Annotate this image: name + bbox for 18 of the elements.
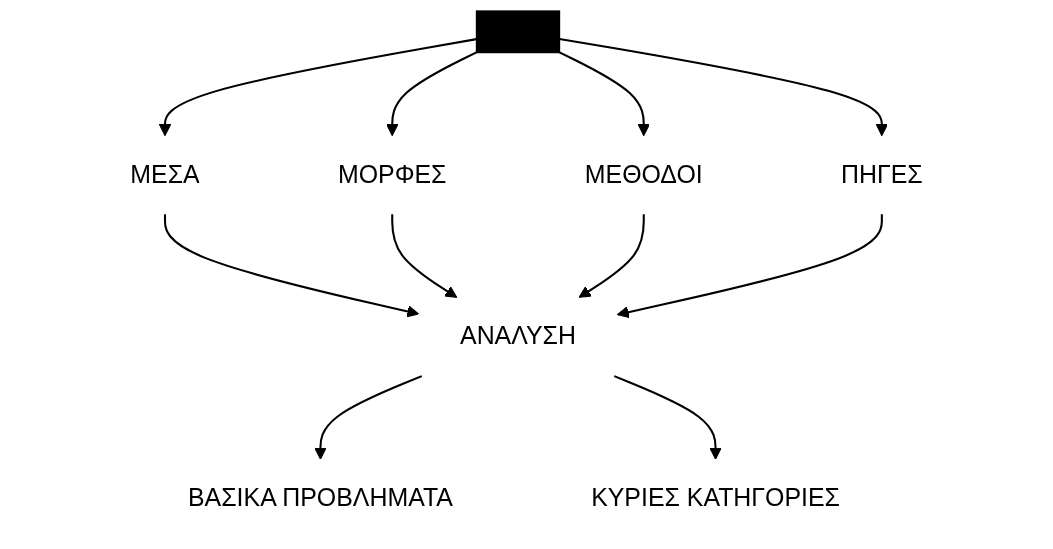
node-text: ΠΗΓΕΣ <box>841 160 923 189</box>
arrow <box>578 214 645 298</box>
arrow <box>616 214 883 319</box>
node-text: ΚΥΡΙΕΣ ΚΑΤΗΓΟΡΙΕΣ <box>591 484 840 512</box>
arrow <box>613 375 722 460</box>
arrow <box>559 51 650 137</box>
node-text: ΒΑΣΙΚΑ ΠΡΟΒΛΗΜΑΤΑ <box>188 484 453 512</box>
arrow <box>386 51 477 137</box>
node-text: ΑΝΑΛΥΣΗ <box>460 322 576 350</box>
arrow <box>559 37 888 137</box>
node-text: ΜΟΡΦΕΣ <box>337 160 447 189</box>
arrow <box>158 38 477 137</box>
node-text: ΜΕΘΟΔΟΙ <box>584 160 703 189</box>
arrow <box>391 214 458 298</box>
node-text: ΜΕΣΑ <box>130 160 200 189</box>
arrow <box>163 214 420 318</box>
arrow <box>314 375 423 460</box>
node-bar <box>475 10 561 54</box>
